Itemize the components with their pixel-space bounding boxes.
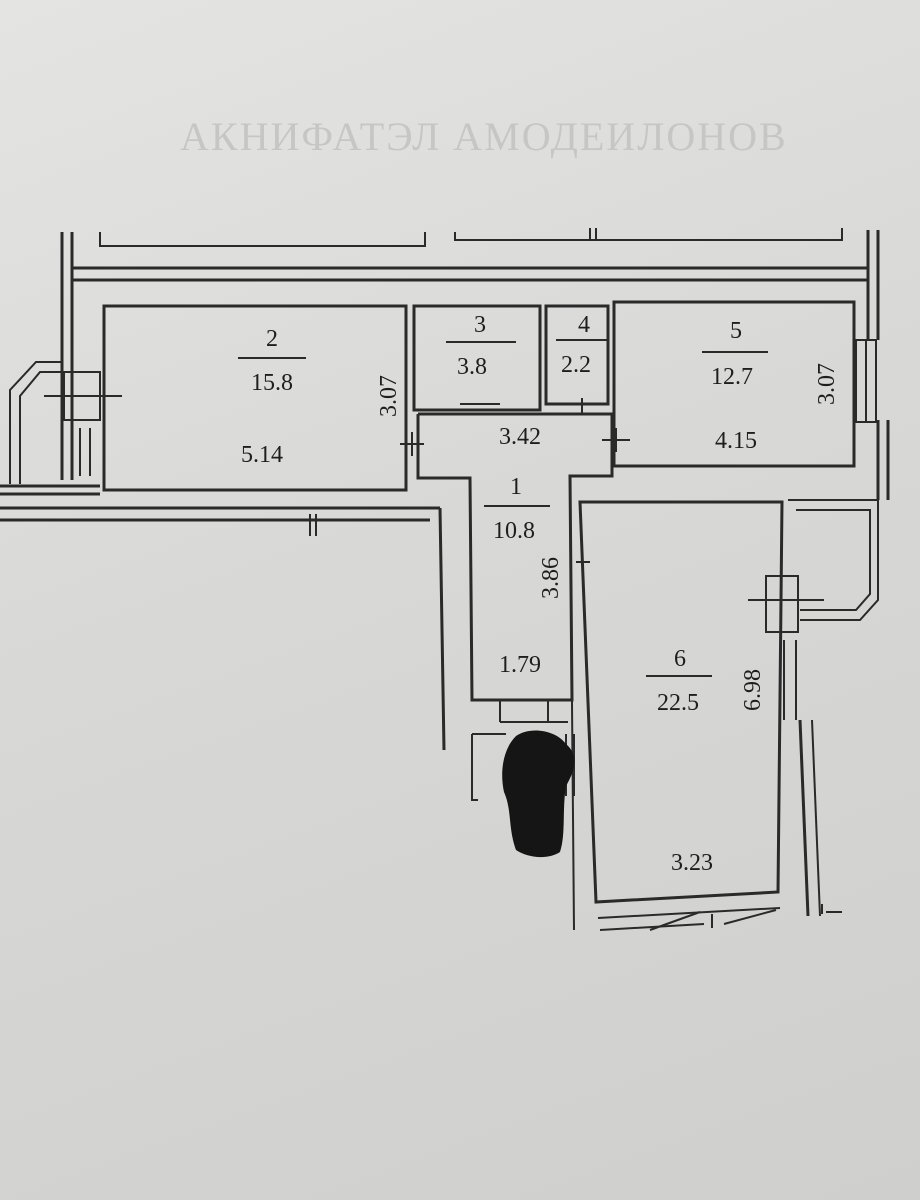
room-number: 2 <box>266 326 278 352</box>
dim-hall-width: 3.42 <box>499 424 541 450</box>
room-3-label: 3 3.8 <box>446 312 516 380</box>
room-number: 1 <box>510 474 522 500</box>
top-balcony-lines <box>99 228 843 247</box>
room-5-label: 5 12.7 <box>702 318 768 390</box>
redaction-blot <box>502 730 575 858</box>
room-number: 4 <box>578 312 590 338</box>
dim-room2-width: 5.14 <box>241 442 283 468</box>
dim-corridor-height: 3.86 <box>538 557 564 599</box>
room-1-label: 1 10.8 <box>484 474 550 544</box>
room-area: 10.8 <box>493 518 535 544</box>
room-area: 22.5 <box>657 690 699 716</box>
room-area: 3.8 <box>457 354 487 380</box>
dim-room6-width: 3.23 <box>671 850 713 876</box>
room-area: 15.8 <box>251 370 293 396</box>
room-4-label: 4 2.2 <box>556 312 608 378</box>
dim-room5-height: 3.07 <box>814 363 840 405</box>
left-window <box>9 361 122 484</box>
room-4-outline <box>544 304 610 406</box>
room-2-label: 2 15.8 <box>238 326 306 396</box>
dim-corridor-width: 1.79 <box>499 652 541 678</box>
dim-room5-width: 4.15 <box>715 428 757 454</box>
dim-room2-height: 3.07 <box>376 375 402 417</box>
room-6-outline <box>578 500 784 904</box>
dim-room6-height: 6.98 <box>740 669 766 711</box>
room-area: 12.7 <box>711 364 753 390</box>
room-number: 3 <box>474 312 486 338</box>
room-6-label: 6 22.5 <box>646 646 712 716</box>
room-3-outline <box>412 304 542 412</box>
room-number: 5 <box>730 318 742 344</box>
room-5-outline <box>612 300 856 468</box>
room-2-outline <box>102 304 408 492</box>
outer-walls <box>0 230 890 751</box>
faint-header-text: АКНИФАТЭЛ АМОДЕИЛОНОВ <box>180 114 788 159</box>
room-number: 6 <box>674 646 686 672</box>
room-area: 2.2 <box>561 352 591 378</box>
right-window <box>748 499 879 917</box>
